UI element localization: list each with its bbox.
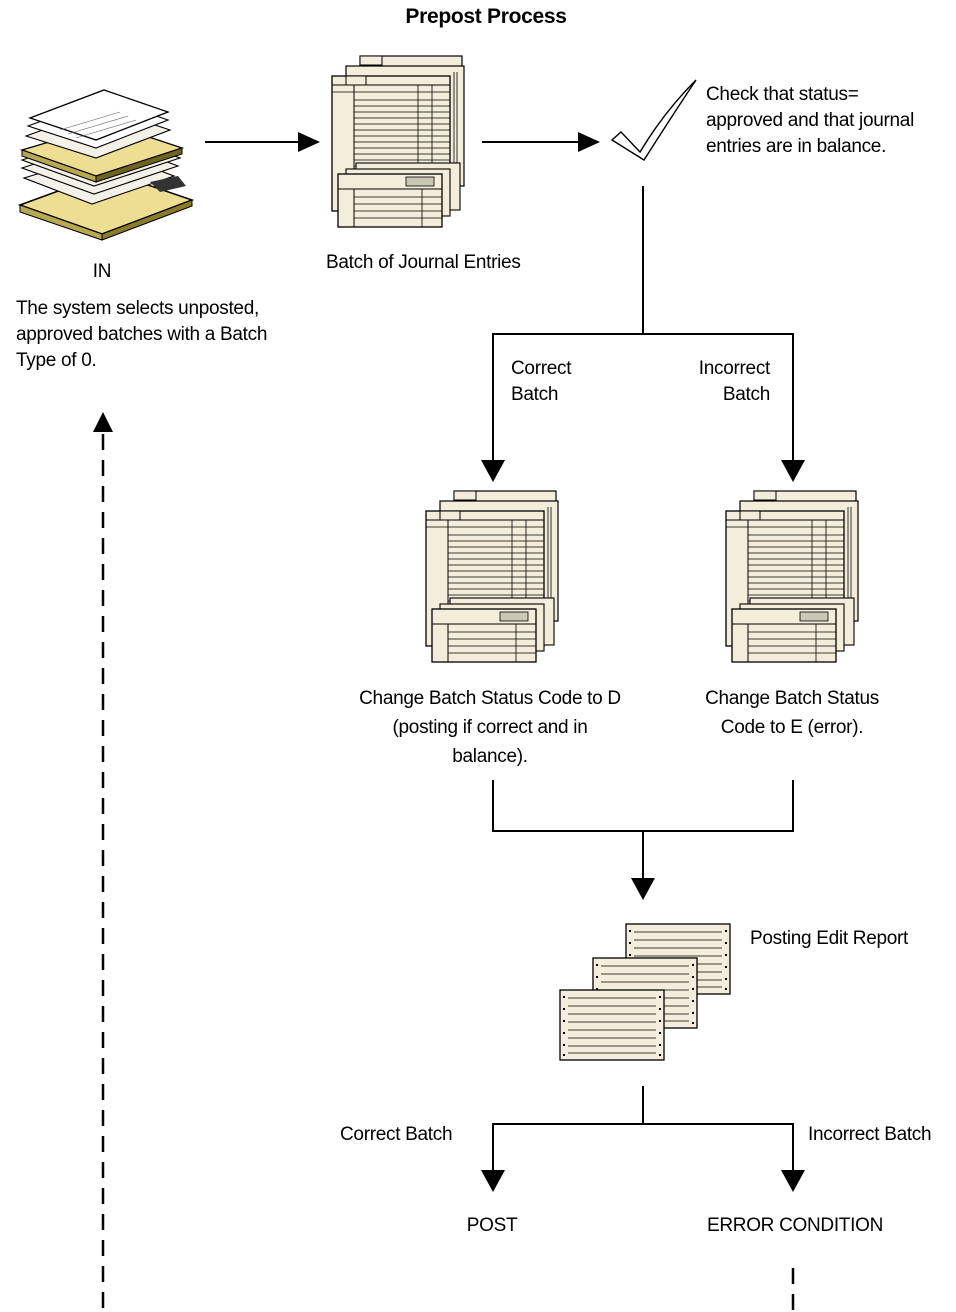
arrow-to-post	[481, 1170, 505, 1192]
check-label: Check that status= approved and that jou…	[706, 84, 914, 157]
report-label: Posting Edit Report	[750, 928, 908, 949]
merge-connector	[492, 780, 794, 880]
report-pages-icon	[559, 923, 731, 1061]
page-title: Prepost Process	[405, 5, 567, 28]
change-d-label: Change Batch Status Code to D (posting i…	[359, 688, 621, 767]
journal-entries-stack-icon	[331, 55, 465, 228]
correct-batch-label: Correct Batch	[340, 1124, 453, 1145]
arrow-to-error	[781, 1170, 805, 1192]
split-connector	[492, 186, 794, 462]
arrow-to-change-e	[781, 460, 805, 482]
batch-status-d-stack-icon	[425, 490, 559, 663]
in-description: The system selects unposted, approved ba…	[16, 298, 268, 371]
arrow-batch-to-check	[482, 132, 600, 152]
error-condition-label: ERROR CONDITION	[706, 1215, 883, 1236]
checkmark-icon	[610, 79, 697, 161]
correct-branch-label: Correct Batch	[511, 358, 572, 405]
in-label: IN	[92, 261, 112, 282]
report-split-connector	[492, 1086, 794, 1172]
dashed-return-line	[93, 412, 795, 1312]
arrow-to-report	[631, 878, 655, 900]
change-e-label: Change Batch Status Code to E (error).	[705, 688, 879, 738]
incorrect-batch-label: Incorrect Batch	[808, 1124, 932, 1145]
batch-label: Batch of Journal Entries	[326, 252, 521, 273]
arrow-in-to-batch	[205, 132, 320, 152]
stacked-paper-tray-icon	[17, 89, 195, 241]
batch-status-e-stack-icon	[725, 490, 859, 663]
arrow-to-change-d	[481, 460, 505, 482]
post-label: POST	[466, 1215, 518, 1236]
incorrect-branch-label: Incorrect Batch	[698, 358, 771, 405]
